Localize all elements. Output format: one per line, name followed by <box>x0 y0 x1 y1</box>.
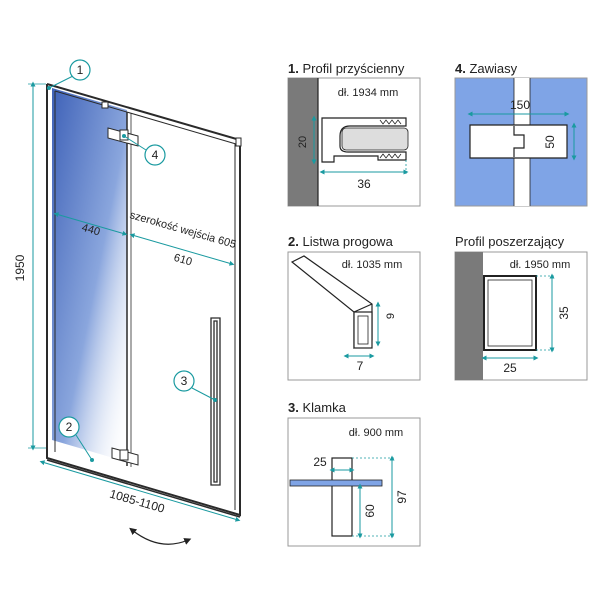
top-right-clip <box>235 137 242 147</box>
main-door-view: 1950 440 szerokość wejścia 605 610 1085-… <box>13 59 242 545</box>
svg-text:9: 9 <box>385 313 397 319</box>
fixed-glass-panel <box>52 88 127 462</box>
inner-frame-top <box>54 90 237 145</box>
door-width-label: 610 <box>172 252 193 269</box>
svg-text:dł. 1934 mm: dł. 1934 mm <box>338 87 399 99</box>
callout-4: 4 <box>122 134 166 166</box>
bottom-hinge-knob <box>119 449 129 461</box>
handle-section-shape <box>331 457 353 537</box>
svg-text:2. Listwa progowa: 2. Listwa progowa <box>288 234 394 249</box>
fixed-width-dimension <box>53 212 128 236</box>
svg-text:3: 3 <box>181 374 188 388</box>
panel-zawiasy: 4. Zawiasy 150 50 <box>454 61 588 207</box>
swing-arrow-icon <box>129 527 192 545</box>
svg-text:36: 36 <box>357 177 371 191</box>
panel-listwa-progowa: 2. Listwa progowa dł. 1035 mm 9 7 <box>287 234 421 381</box>
top-clip <box>101 101 109 109</box>
svg-text:50: 50 <box>543 135 557 149</box>
svg-text:97: 97 <box>395 490 409 504</box>
panel-profil-poszerzajacy: Profil poszerzający dł. 1950 mm 35 25 <box>454 234 588 381</box>
svg-text:4. Zawiasy: 4. Zawiasy <box>455 61 518 76</box>
panel-profil-przyscienny: 1. Profil przyścienny dł. 1934 mm 20 36 <box>287 61 421 207</box>
svg-text:1: 1 <box>77 63 84 77</box>
callout-1: 1 <box>47 59 91 90</box>
svg-text:dł. 1035 mm: dł. 1035 mm <box>342 259 403 271</box>
svg-text:25: 25 <box>503 361 517 375</box>
svg-text:3. Klamka: 3. Klamka <box>288 400 347 415</box>
svg-text:60: 60 <box>363 504 377 518</box>
panel5-wall <box>455 252 483 380</box>
callout-2: 2 <box>58 416 94 462</box>
svg-text:1. Profil przyścienny: 1. Profil przyścienny <box>288 61 405 76</box>
entrance-width-label: szerokość wejścia 605 <box>128 209 237 251</box>
svg-text:Profil poszerzający: Profil poszerzający <box>455 234 565 249</box>
svg-text:2: 2 <box>66 420 73 434</box>
svg-text:35: 35 <box>557 306 571 320</box>
fixed-width-label: 440 <box>80 222 101 239</box>
svg-text:150: 150 <box>510 98 530 112</box>
svg-text:dł. 900 mm: dł. 900 mm <box>349 427 403 439</box>
height-label: 1950 <box>13 254 27 281</box>
hinge-plate-shape <box>469 124 568 159</box>
door-width-dimension <box>129 233 235 266</box>
callout-3: 3 <box>173 370 217 402</box>
svg-text:7: 7 <box>357 359 364 373</box>
panel-klamka: 3. Klamka dł. 900 mm 25 60 97 <box>287 400 421 547</box>
svg-text:25: 25 <box>313 455 327 469</box>
svg-text:20: 20 <box>297 136 309 148</box>
svg-text:4: 4 <box>152 148 159 162</box>
svg-text:dł. 1950 mm: dł. 1950 mm <box>510 259 571 271</box>
total-width-dimension <box>39 460 241 522</box>
glass-strip <box>289 479 383 487</box>
